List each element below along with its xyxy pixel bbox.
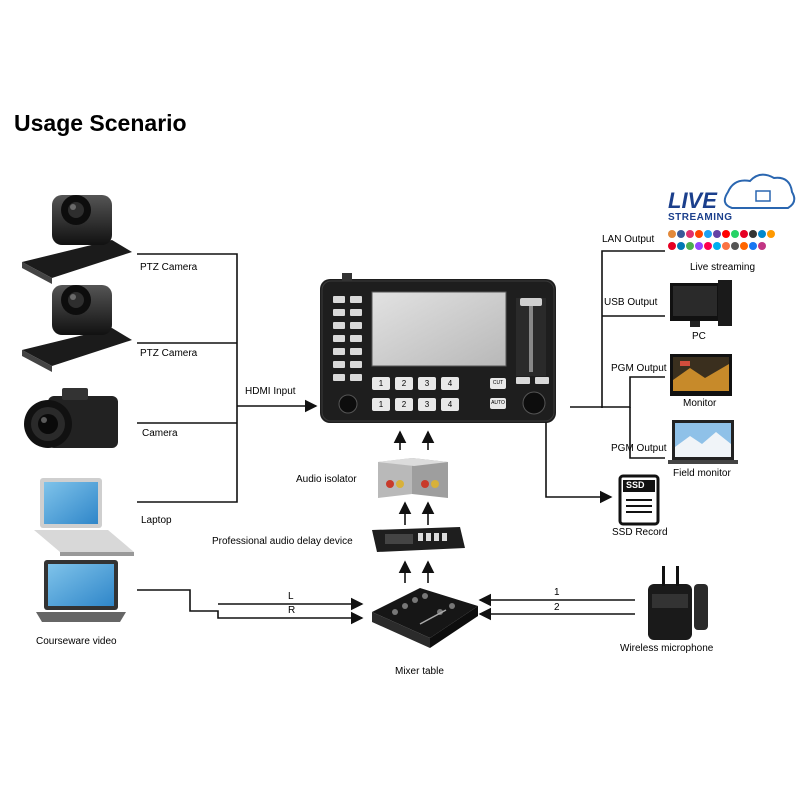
monitor-label: Monitor (683, 398, 717, 409)
pgm-button-3[interactable]: 3 (418, 377, 436, 390)
pgm-button-2[interactable]: 2 (395, 377, 413, 390)
audio-chain-wires (137, 430, 635, 625)
wireless-microphone-label: Wireless microphone (620, 643, 714, 654)
live-logo-text: LIVE (668, 188, 717, 213)
courseware-video-label: Courseware video (36, 636, 117, 647)
pc-label: PC (692, 331, 706, 342)
channel-l-label: L (288, 591, 294, 602)
cut-button[interactable]: CUT (490, 378, 506, 389)
wireless-microphone-icon (648, 566, 708, 640)
ptz-camera-1-icon (22, 195, 132, 284)
switcher-button-row-1: 1 2 3 4 (372, 377, 459, 390)
laptop-label: Laptop (141, 515, 172, 526)
pgm-button-4[interactable]: 4 (441, 377, 459, 390)
live-streaming-logo (668, 173, 796, 250)
channel-2-label: 2 (554, 602, 560, 613)
pvw-button-3[interactable]: 3 (418, 398, 436, 411)
mixer-table-icon (372, 588, 478, 648)
hdmi-input-label: HDMI Input (245, 386, 296, 397)
usb-output-label: USB Output (604, 297, 658, 308)
field-monitor-icon (668, 420, 738, 464)
camera-label: Camera (142, 428, 178, 439)
hdmi-input-wires (137, 253, 318, 503)
streaming-logo-text: STREAMING (668, 212, 733, 223)
ptz-camera-2-label: PTZ Camera (140, 348, 198, 359)
pvw-button-2[interactable]: 2 (395, 398, 413, 411)
lan-output-label: LAN Output (602, 234, 655, 245)
audio-isolator-label: Audio isolator (296, 474, 357, 485)
field-monitor-label: Field monitor (673, 468, 731, 479)
channel-1-label: 1 (554, 587, 560, 598)
laptop-icon (34, 478, 134, 556)
page-title: Usage Scenario (14, 110, 187, 136)
pvw-button-4[interactable]: 4 (441, 398, 459, 411)
monitor-icon (670, 354, 732, 396)
output-wires (545, 250, 665, 504)
ssd-record-label: SSD Record (612, 527, 668, 538)
dslr-camera-icon (24, 388, 118, 448)
mixer-table-label: Mixer table (395, 666, 444, 677)
live-streaming-label: Live streaming (690, 262, 756, 273)
pvw-button-1[interactable]: 1 (372, 398, 390, 411)
ptz-camera-1-label: PTZ Camera (140, 262, 198, 273)
switcher-button-row-2: 1 2 3 4 (372, 398, 459, 411)
auto-button[interactable]: AUTO (490, 398, 506, 409)
pc-icon (670, 280, 732, 327)
pgm-button-1[interactable]: 1 (372, 377, 390, 390)
pgm-output-2-label: PGM Output (611, 443, 667, 454)
ssd-badge-label: SSD (626, 480, 645, 490)
audio-isolator-icon (378, 458, 448, 498)
audio-delay-device-icon (372, 527, 465, 552)
courseware-laptop-icon (36, 560, 126, 622)
audio-delay-device-label: Professional audio delay device (212, 536, 353, 547)
channel-r-label: R (288, 605, 296, 616)
ptz-camera-2-icon (22, 285, 132, 372)
pgm-output-1-label: PGM Output (611, 363, 667, 374)
ssd-icon (618, 474, 660, 526)
